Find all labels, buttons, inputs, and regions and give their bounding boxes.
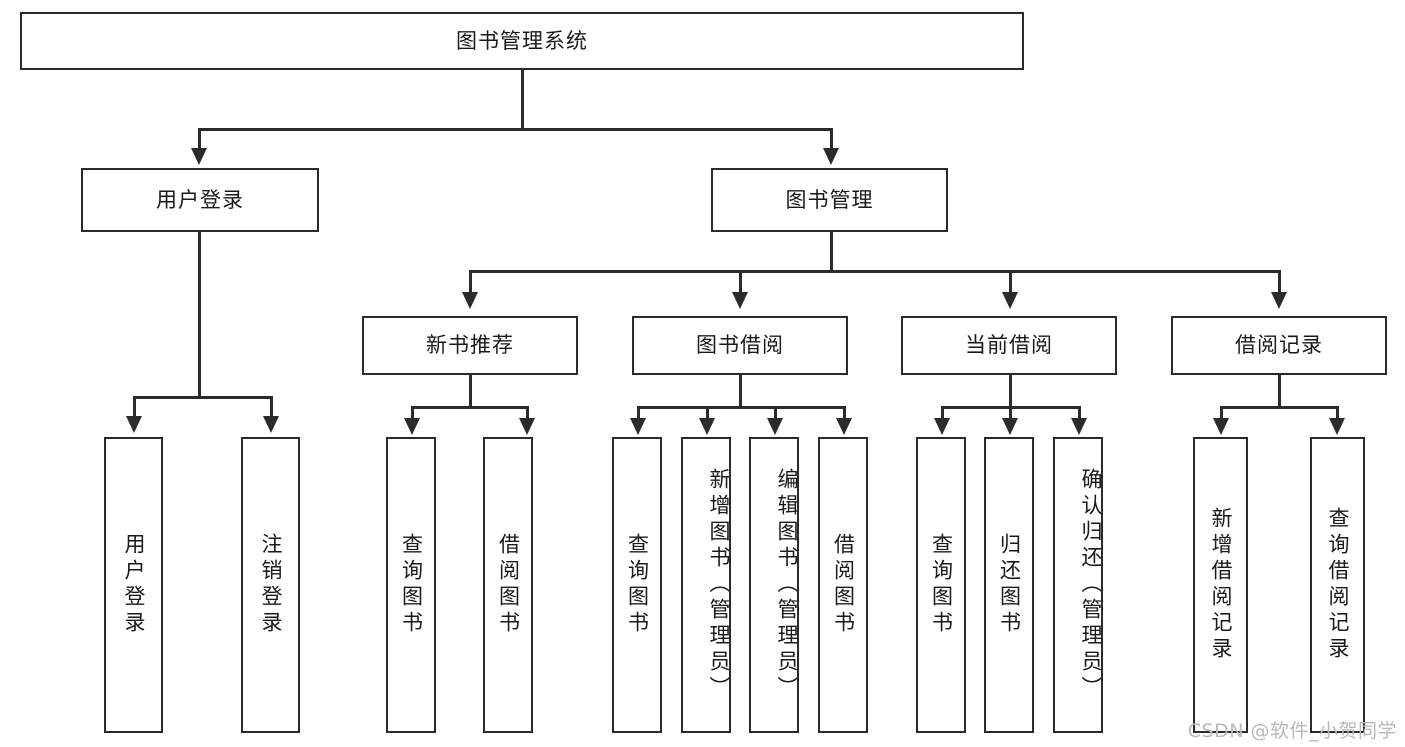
connector-cb-to-leaf-3	[1078, 406, 1081, 420]
connector-bb-to-leaf-2	[706, 406, 709, 420]
node-borrow-record[interactable]: 借阅记录	[1171, 316, 1387, 375]
connector-bb-to-leaf-3	[774, 406, 777, 420]
connector-current-borrow-stem	[1009, 375, 1012, 408]
arrow-br-to-leaf-1	[1213, 418, 1229, 435]
leaf-return-book[interactable]: 归还图书	[984, 437, 1034, 733]
connector-new-book-stem	[469, 375, 472, 408]
arrow-cb-to-leaf-1	[934, 418, 950, 435]
arrow-bb-to-leaf-2	[699, 418, 715, 435]
arrow-bb-to-leaf-4	[836, 418, 852, 435]
leaf-add-book-admin[interactable]: 新增图书（管理员）	[681, 437, 731, 733]
arrow-bm-to-book-borrow	[732, 292, 748, 309]
leaf-borrow-book-borrow[interactable]: 借阅图书	[818, 437, 868, 733]
arrow-root-to-user-login	[191, 148, 207, 165]
connector-bm-to-current-borrow	[1009, 270, 1012, 294]
connector-borrow-record-bus	[1220, 406, 1337, 409]
node-root-book-management-system[interactable]: 图书管理系统	[20, 12, 1024, 70]
arrow-user-login-to-leaf-1	[126, 416, 142, 433]
leaf-query-book-recommend[interactable]: 查询图书	[386, 437, 436, 733]
connector-root-stem	[521, 70, 524, 130]
connector-user-login-to-leaf-2	[270, 396, 273, 418]
arrow-user-login-to-leaf-2	[263, 416, 279, 433]
connector-cb-to-leaf-1	[941, 406, 944, 420]
arrow-br-to-leaf-2	[1329, 418, 1345, 435]
connector-cb-to-leaf-2	[1009, 406, 1012, 420]
connector-user-login-to-leaf-1	[133, 396, 136, 418]
node-new-book-recommend[interactable]: 新书推荐	[362, 316, 578, 375]
leaf-logout-login[interactable]: 注销登录	[241, 437, 300, 733]
arrow-cb-to-leaf-2	[1002, 418, 1018, 435]
leaf-add-borrow-record[interactable]: 新增借阅记录	[1193, 437, 1248, 733]
leaf-user-login[interactable]: 用户登录	[104, 437, 163, 733]
arrow-bb-to-leaf-3	[767, 418, 783, 435]
leaf-borrow-book-recommend[interactable]: 借阅图书	[483, 437, 533, 733]
connector-user-login-stem	[198, 232, 201, 398]
connector-bm-to-new-book	[469, 270, 472, 294]
connector-br-to-leaf-1	[1220, 406, 1223, 420]
arrow-root-to-book-management	[823, 148, 839, 165]
arrow-cb-to-leaf-3	[1071, 418, 1087, 435]
connector-br-to-leaf-2	[1336, 406, 1339, 420]
node-book-borrow[interactable]: 图书借阅	[632, 316, 848, 375]
node-user-login[interactable]: 用户登录	[81, 168, 319, 232]
connector-bb-to-leaf-1	[637, 406, 640, 420]
connector-new-book-bus	[411, 406, 528, 409]
leaf-edit-book-admin[interactable]: 编辑图书（管理员）	[749, 437, 799, 733]
connector-user-login-bus	[133, 396, 270, 399]
arrow-bm-to-borrow-record	[1271, 292, 1287, 309]
leaf-query-borrow-record[interactable]: 查询借阅记录	[1310, 437, 1365, 733]
connector-new-book-to-leaf-2	[526, 406, 529, 420]
arrow-bb-to-leaf-1	[630, 418, 646, 435]
arrow-new-book-to-leaf-2	[519, 418, 535, 435]
arrow-bm-to-new-book	[462, 292, 478, 309]
connector-book-management-bus	[469, 270, 1278, 273]
connector-new-book-to-leaf-1	[411, 406, 414, 420]
connector-bb-to-leaf-4	[843, 406, 846, 420]
leaf-confirm-return-admin[interactable]: 确认归还（管理员）	[1053, 437, 1103, 733]
connector-bm-to-book-borrow	[739, 270, 742, 294]
connector-root-to-book-management	[830, 128, 833, 150]
arrow-bm-to-current-borrow	[1002, 292, 1018, 309]
leaf-query-book-current[interactable]: 查询图书	[916, 437, 966, 733]
connector-borrow-record-stem	[1278, 375, 1281, 408]
arrow-new-book-to-leaf-1	[404, 418, 420, 435]
node-book-management[interactable]: 图书管理	[711, 168, 948, 232]
connector-book-borrow-bus	[637, 406, 845, 409]
connector-root-bus	[198, 128, 832, 131]
node-current-borrow[interactable]: 当前借阅	[901, 316, 1117, 375]
connector-root-to-user-login	[198, 128, 201, 150]
leaf-query-book-borrow[interactable]: 查询图书	[612, 437, 662, 733]
connector-bm-to-borrow-record	[1278, 270, 1281, 294]
connector-book-borrow-stem	[739, 375, 742, 408]
csdn-watermark: CSDN @软件_小贺同学	[1187, 720, 1397, 742]
connector-book-management-stem	[830, 232, 833, 272]
